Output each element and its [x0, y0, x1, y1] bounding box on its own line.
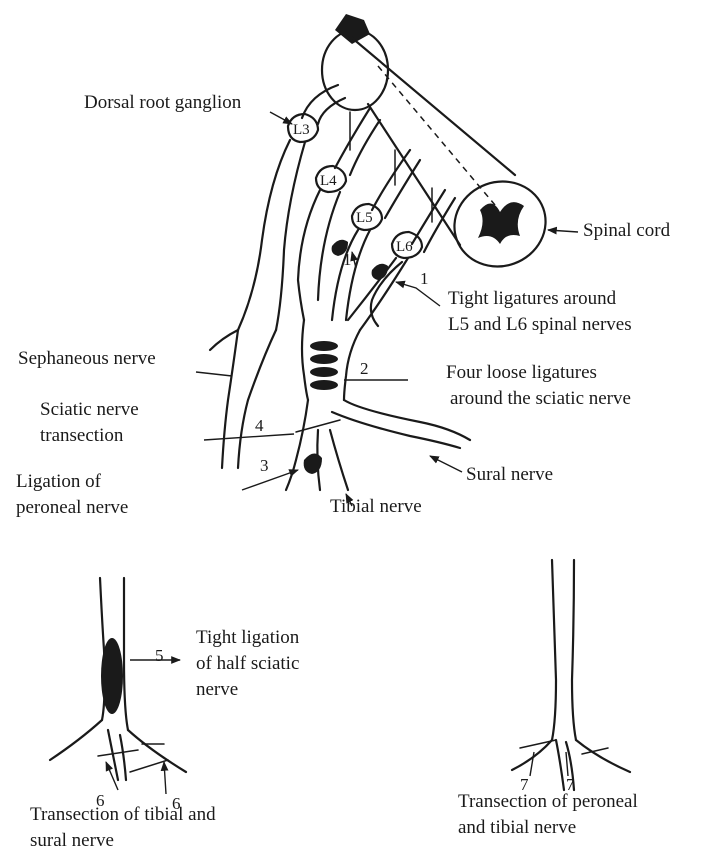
marker-3: 3 — [260, 456, 269, 475]
sciatic-transection-label-line2: transection — [40, 425, 124, 446]
sephaneous-branch — [210, 330, 276, 468]
segment-l6-label: L6 — [396, 239, 413, 255]
marker-7-left: 7 — [520, 775, 529, 794]
peroneal-ligation-label-line1: Ligation of — [16, 471, 102, 492]
segment-l4-label: L4 — [320, 173, 337, 189]
four-loose-ligatures-label-line2: around the sciatic nerve — [450, 388, 631, 409]
marker-2: 2 — [360, 359, 369, 378]
peroneal-tibial-transection-label-line1: Transection of peroneal — [458, 791, 638, 812]
tight-ligatures-label-line2: L5 and L6 spinal nerves — [448, 314, 632, 335]
sural-nerve-label: Sural nerve — [466, 464, 553, 485]
dorsal-root-ganglion-label: Dorsal root ganglion — [84, 92, 242, 113]
sephaneous-nerve-label: Sephaneous nerve — [18, 348, 156, 369]
tibial-nerve-label: Tibial nerve — [330, 496, 422, 517]
peroneal-ligation-label-line2: peroneal nerve — [16, 497, 128, 518]
half-sciatic-panel — [50, 578, 186, 780]
spinal-cord-label: Spinal cord — [583, 220, 671, 241]
tibial-sural-transection-label-line1: Transection of tibial and — [30, 804, 216, 825]
marker-7-right: 7 — [566, 775, 575, 794]
marker-6-right: 6 — [172, 794, 181, 813]
peroneal-tibial-panel — [512, 560, 630, 790]
marker-1-right: 1 — [420, 269, 429, 288]
marker-4: 4 — [255, 416, 264, 435]
sciatic-trunk — [286, 320, 470, 490]
tibial-sural-transection-label-line2: sural nerve — [30, 830, 114, 850]
segment-l5-label: L5 — [356, 210, 373, 226]
segment-l3-label: L3 — [293, 122, 310, 138]
half-sciatic-label-line3: nerve — [196, 679, 238, 700]
half-sciatic-label-line1: Tight ligation — [196, 627, 300, 648]
tight-ligatures-label-line1: Tight ligatures around — [448, 288, 617, 309]
marker-6-left: 6 — [96, 791, 105, 810]
four-loose-ligatures-label-line1: Four loose ligatures — [446, 362, 597, 383]
marker-5: 5 — [155, 646, 164, 665]
spinal-cord-illustration — [322, 14, 558, 279]
sciatic-transection-label-line1: Sciatic nerve — [40, 399, 139, 420]
half-sciatic-label-line2: of half sciatic — [196, 653, 299, 674]
peroneal-tibial-transection-label-line2: and tibial nerve — [458, 817, 576, 838]
marker-1-left: 1 — [343, 250, 352, 269]
